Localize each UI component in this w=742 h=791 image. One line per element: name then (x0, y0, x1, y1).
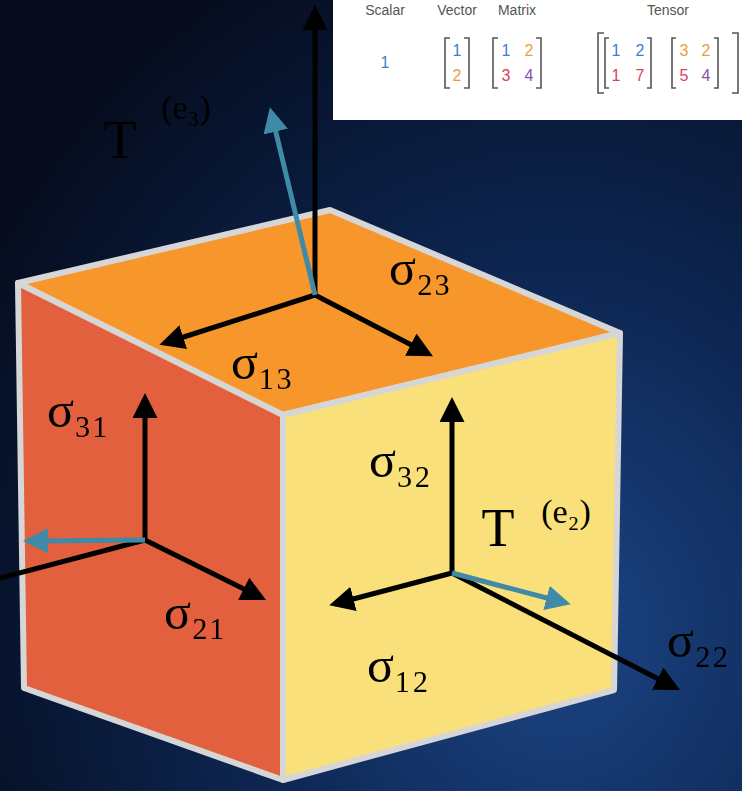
tensor-entry: 3 (680, 43, 689, 59)
stress-component: σ₂₂ (667, 615, 729, 665)
matrix-brackets (445, 33, 738, 93)
matrix-entry: 4 (525, 68, 534, 84)
traction-symbol: T (482, 501, 515, 555)
stress-component: σ₃₁ (47, 385, 109, 435)
traction-arrows (32, 116, 562, 602)
stress-component: σ₂₁ (164, 587, 226, 637)
matrix-entry: 3 (502, 68, 511, 84)
tensor-entry: 2 (636, 43, 645, 59)
stress-component: σ₃₂ (369, 435, 431, 485)
column-header: Tensor (647, 3, 689, 17)
vector-entry: 2 (453, 68, 462, 84)
column-header: Matrix (498, 3, 536, 17)
cube (18, 210, 620, 780)
tensor-entry: 7 (636, 68, 645, 84)
vector-entry: 1 (453, 43, 462, 59)
matrix-entry: 1 (502, 43, 511, 59)
stress-component: σ₂₃ (389, 243, 451, 293)
right-face (283, 333, 620, 780)
traction-superscript: (e₂) (541, 495, 591, 529)
traction-symbol: T (104, 113, 137, 167)
column-header: Scalar (365, 3, 405, 17)
tensor-entry: 4 (702, 68, 711, 84)
column-header: Vector (437, 3, 477, 17)
inset-panel (333, 0, 742, 120)
tensor-entry: 2 (702, 43, 711, 59)
stress-component: σ₁₂ (367, 640, 429, 690)
tensor-entry: 1 (612, 68, 621, 84)
tensor-entry: 1 (612, 43, 621, 59)
traction-superscript: (e₃) (161, 91, 211, 125)
stress-component: σ₁₃ (231, 337, 293, 387)
scalar-value: 1 (381, 55, 390, 71)
matrix-entry: 2 (525, 43, 534, 59)
tensor-entry: 5 (680, 68, 689, 84)
